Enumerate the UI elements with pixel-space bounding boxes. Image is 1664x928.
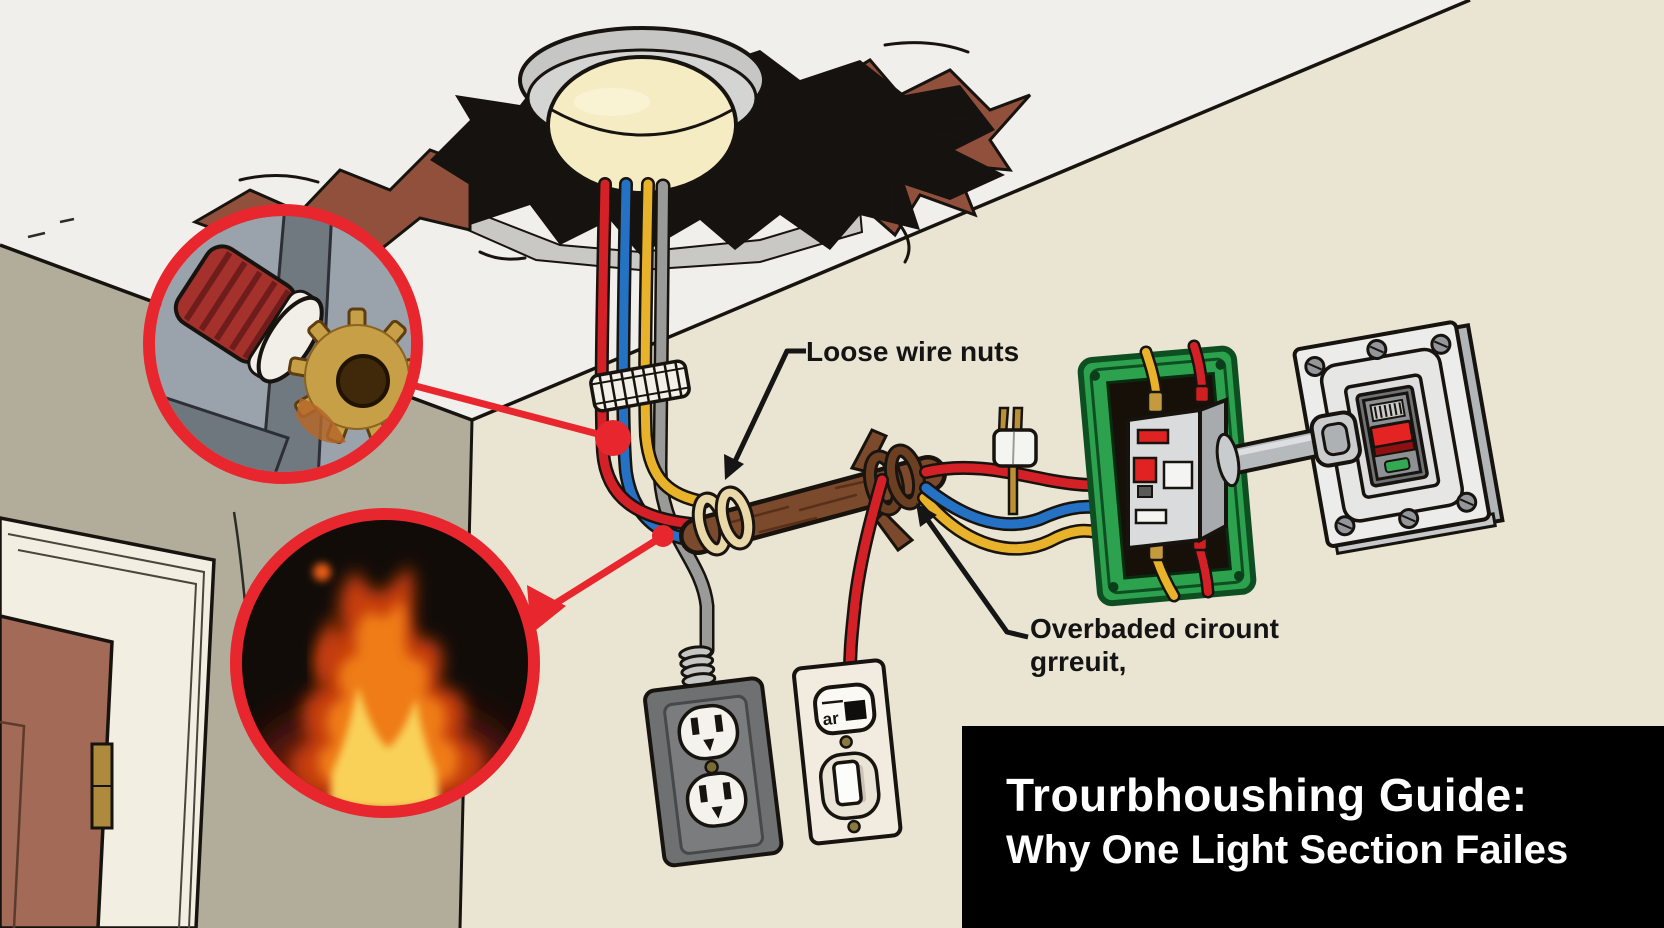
ceiling-dash-cracks [27, 217, 75, 239]
outlet-screw [704, 759, 719, 775]
conduit [1215, 410, 1362, 488]
wire-nut-inset [143, 204, 423, 484]
red-wire-to-switch [845, 475, 887, 679]
red-indicator [1136, 428, 1170, 445]
ceiling-light-fixture [518, 26, 766, 195]
branch-stub-up [849, 428, 889, 474]
switch-label-text: ar [822, 709, 840, 730]
relay-device [1126, 397, 1228, 551]
junction-box-wires [1139, 339, 1215, 603]
gray-outlet [643, 645, 784, 868]
inset-connectors [407, 380, 674, 613]
callout-dot [595, 420, 631, 456]
label-overloaded-line2: grreuit, [1030, 646, 1127, 677]
old-splice-branch [679, 428, 947, 557]
breaker-indicator-green [1383, 457, 1411, 474]
label-loose-wire-nuts: Loose wire nuts [806, 336, 1020, 367]
insulator-body [992, 428, 1038, 468]
inset-border [143, 204, 423, 484]
gray-wire [654, 181, 712, 655]
gear-hole [336, 354, 390, 408]
fire-inset [230, 508, 566, 818]
cable-clamp [589, 359, 691, 413]
switch-label-blob [843, 699, 867, 721]
yellow-wire [640, 179, 709, 507]
toggle-switch: ar [792, 658, 903, 846]
light-dome [546, 55, 738, 195]
door [0, 516, 216, 928]
red-button [1132, 456, 1158, 484]
label-overloaded-line1: Overbaded cirount [1030, 613, 1279, 644]
flames [250, 563, 520, 812]
door-leaf [0, 614, 114, 928]
junction-box [1077, 339, 1257, 607]
breaker-panel [1215, 320, 1505, 556]
burn-smear [296, 398, 346, 444]
title-line2: Why One Light Section Failes [1006, 828, 1569, 872]
splice-wrap-rings [862, 443, 927, 517]
leader-overloaded [919, 510, 1029, 640]
label-overloaded-circuit: Overbaded cirount grreuit, [1030, 612, 1279, 678]
wire-nut-cap [173, 244, 324, 384]
switch-toggle [832, 759, 863, 807]
inset-border [230, 508, 540, 818]
loose-wire-nut-rings [691, 485, 756, 557]
ceramic-insulator [992, 406, 1038, 516]
insulator-pin [1007, 462, 1019, 516]
callout-dot [652, 525, 674, 547]
title-line1: Trourbhoushing Guide: [1006, 769, 1528, 821]
leader-arrows [724, 348, 1029, 640]
branch-wires [843, 460, 1103, 681]
title-panel: Trourbhoushing Guide: Why One Light Sect… [962, 726, 1664, 928]
leader-loose-wire-nuts [727, 348, 806, 474]
